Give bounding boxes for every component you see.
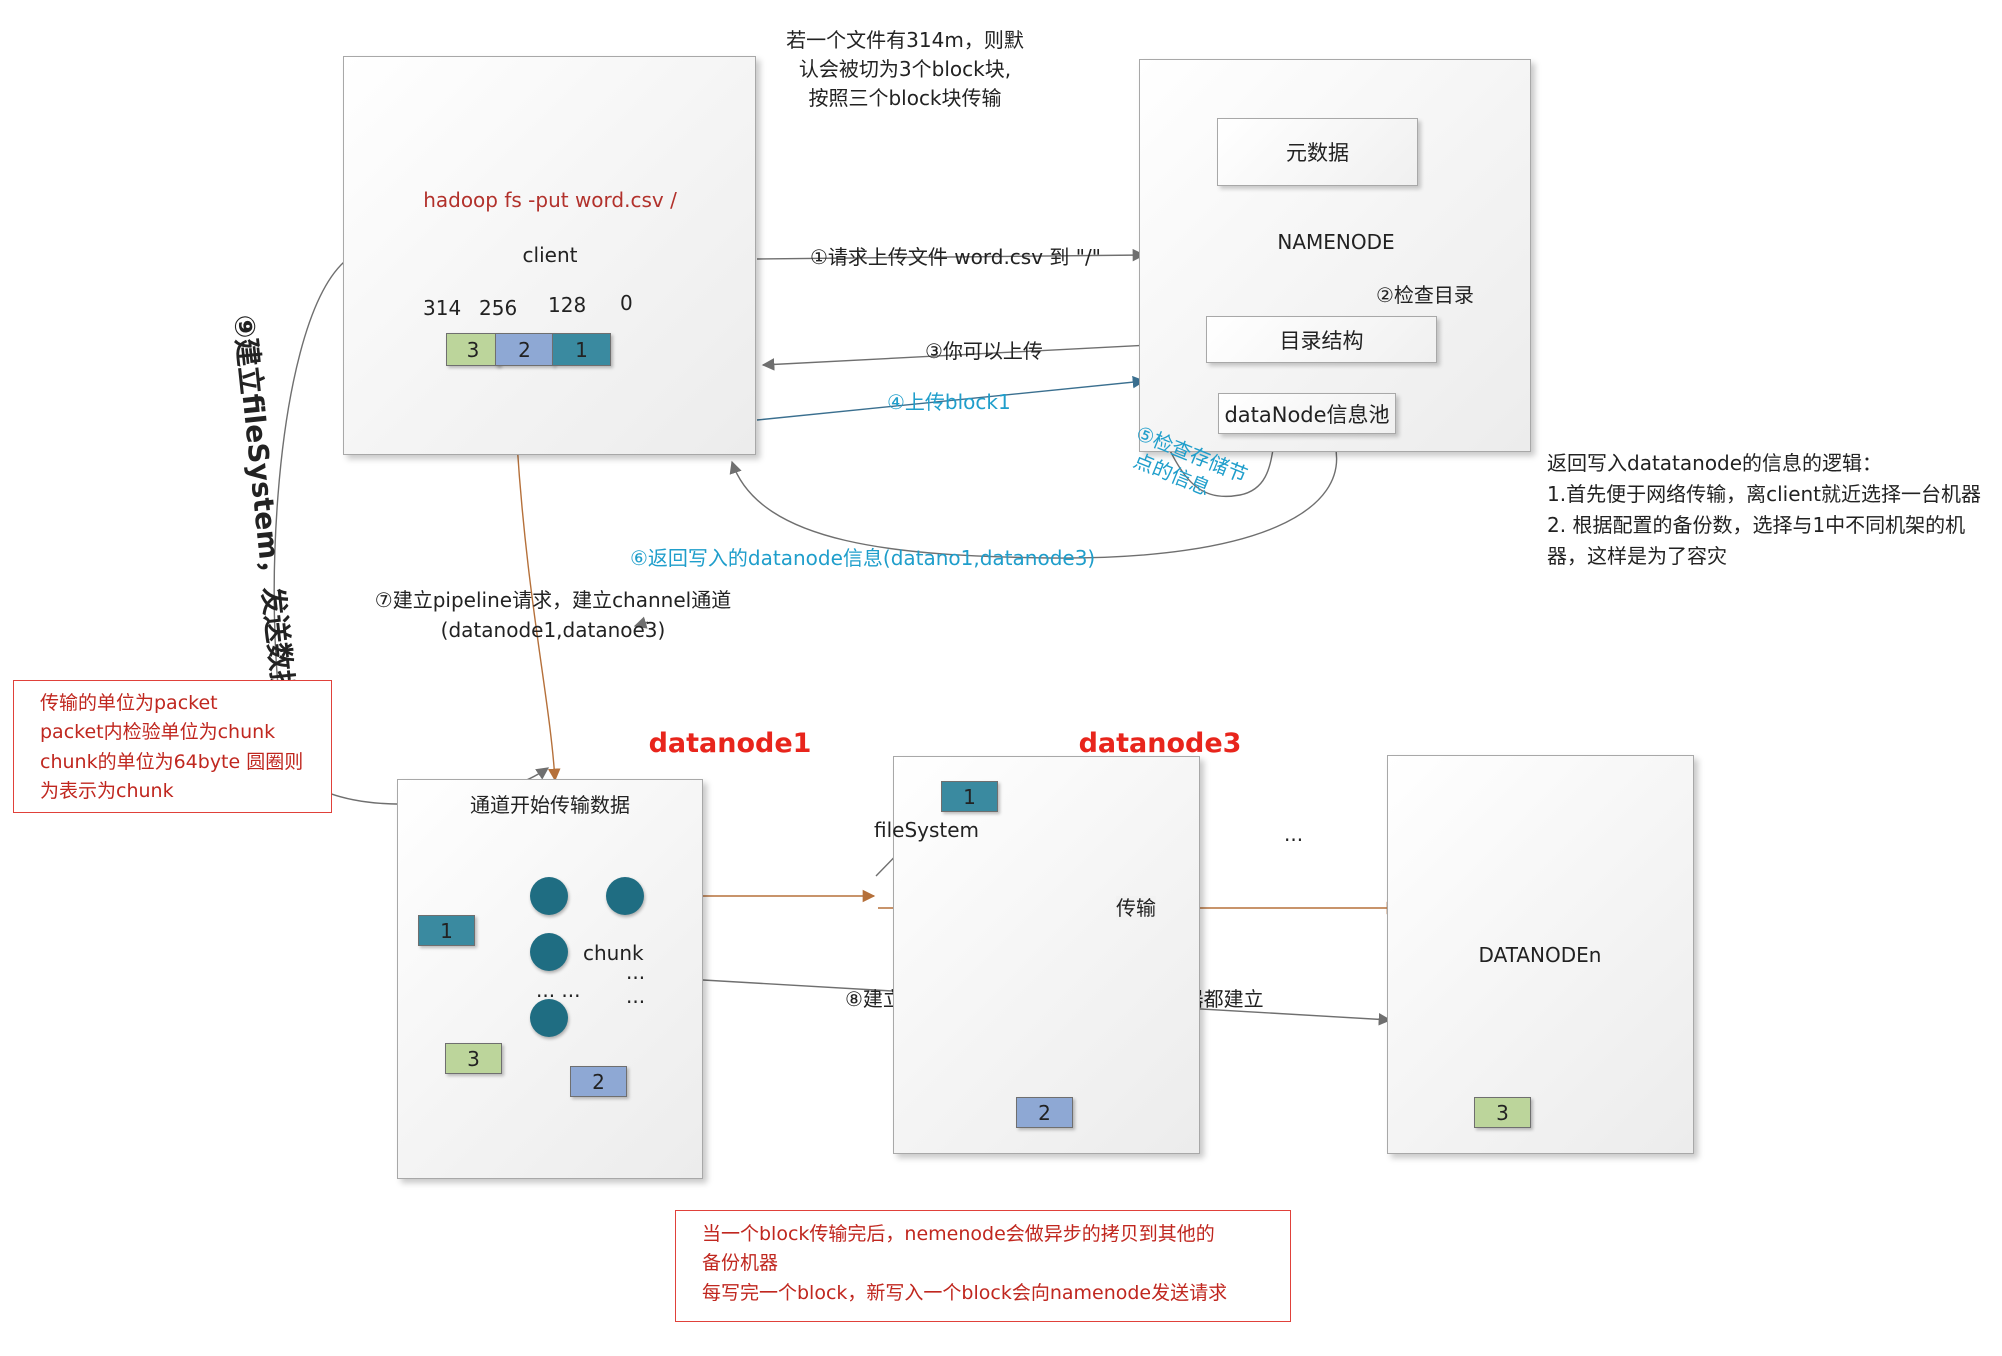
top-note-line-1: 若一个文件有314m，则默 [786, 28, 1024, 52]
filesystem-label: fileSystem [874, 818, 980, 842]
step4-label: ④上传block1 [887, 390, 1011, 414]
offset-128: 128 [548, 293, 587, 317]
datanoden-box [1387, 755, 1694, 1154]
step7-label: ⑦建立pipeline请求，建立channel通道 (datanode1,dat… [375, 588, 731, 642]
logic-note-line-3: 2. 根据配置的备份数，选择与1中不同机架的机 [1547, 513, 1966, 537]
datanode3-title: datanode3 [1078, 728, 1242, 759]
step7-line-2: (datanode1,datanoe3) [440, 618, 666, 642]
bottom-note: 当一个block传输完后，nemenode会做异步的拷贝到其他的 备份机器 每写… [675, 1210, 1291, 1322]
logic-note-line-1: 返回写入datatanode的信息的逻辑： [1547, 451, 1883, 475]
packet-note-line-3: chunk的单位为64byte 圆圈则 [40, 750, 304, 773]
directory-structure-box: 目录结构 [1206, 316, 1437, 363]
client-block-2: 2 [495, 333, 554, 366]
datanoden-title: DATANODEn [1478, 943, 1602, 967]
nodes-ellipsis: ... [1284, 822, 1304, 846]
datanode1-block-2: 2 [570, 1066, 627, 1097]
datanode3-box [893, 756, 1200, 1154]
datanode1-title: datanode1 [648, 728, 812, 759]
arrow-client-to-datanode1 [516, 442, 561, 782]
client-box [343, 56, 756, 455]
arrow-can-upload [761, 341, 1208, 371]
bottom-note-line-1: 当一个block传输完后，nemenode会做异步的拷贝到其他的 [702, 1223, 1215, 1245]
packet-note-line-4: 为表示为chunk [40, 780, 174, 803]
datanode3-block-1: 1 [941, 781, 998, 812]
step6-label: ⑥返回写入的datanode信息(datano1,datanode3) [630, 546, 1096, 570]
datanode1-block-1: 1 [418, 915, 475, 946]
arrow-return-datanode-info [729, 444, 1338, 559]
datanode1-caption: 通道开始传输数据 [470, 793, 630, 817]
ellipsis-b: ... [626, 984, 646, 1008]
bottom-note-line-2: 备份机器 [702, 1252, 779, 1275]
packet-note-line-1: 传输的单位为packet [40, 692, 218, 714]
client-block-1: 1 [552, 333, 611, 366]
transfer-label: 传输 [1116, 896, 1156, 920]
offset-0: 0 [620, 291, 633, 315]
chunk-circle-3 [530, 933, 568, 971]
datanode1-box [397, 779, 703, 1179]
datanode3-block-2: 2 [1016, 1097, 1073, 1128]
arrow-pipeline-request [633, 616, 649, 629]
ellipsis-c: ... ... [536, 978, 581, 1002]
step7-line-1: ⑦建立pipeline请求，建立channel通道 [374, 588, 732, 612]
datanode1-block-3: 3 [445, 1043, 502, 1074]
step1-label: ①请求上传文件 word.csv 到 "/" [810, 245, 1101, 269]
packet-note-line-2: packet内检验单位为chunk [40, 721, 276, 744]
ellipsis-a: ... [626, 960, 646, 984]
step2-label: ②检查目录 [1376, 283, 1474, 307]
chunk-label: chunk [583, 941, 644, 965]
datanoden-block-3: 3 [1474, 1097, 1531, 1128]
datanode-pool-box: dataNode信息池 [1218, 393, 1396, 434]
chunk-circle-4 [530, 999, 568, 1037]
arrow-request-upload [756, 248, 1146, 262]
metadata-box: 元数据 [1217, 118, 1418, 186]
arrow-upload-block1 [756, 375, 1146, 421]
logic-note-line-4: 器，这样是为了容灾 [1547, 544, 1727, 568]
client-block-3: 3 [446, 333, 500, 366]
top-note-line-3: 按照三个block块传输 [808, 86, 1002, 110]
chunk-circle-2 [606, 877, 644, 915]
step3-label: ③你可以上传 [925, 339, 1043, 363]
logic-note-line-2: 1.首先便于网络传输，离client就近选择一台机器 [1547, 482, 1982, 506]
bottom-note-line-3: 每写完一个block，新写入一个block会向namenode发送请求 [702, 1281, 1228, 1304]
top-note-line-2: 认会被切为3个block块, [798, 57, 1012, 81]
client-command: hadoop fs -put word.csv / [423, 188, 677, 212]
packet-note: 传输的单位为packet packet内检验单位为chunk chunk的单位为… [13, 680, 332, 813]
chunk-circle-1 [530, 877, 568, 915]
top-note: 若一个文件有314m，则默 认会被切为3个block块, 按照三个block块传… [786, 26, 1024, 113]
offset-314: 314 [423, 296, 462, 320]
client-label: client [522, 243, 578, 267]
namenode-title: NAMENODE [1277, 230, 1395, 254]
offset-256: 256 [479, 296, 518, 320]
logic-note: 返回写入datatanode的信息的逻辑： 1.首先便于网络传输，离client… [1547, 448, 1981, 572]
